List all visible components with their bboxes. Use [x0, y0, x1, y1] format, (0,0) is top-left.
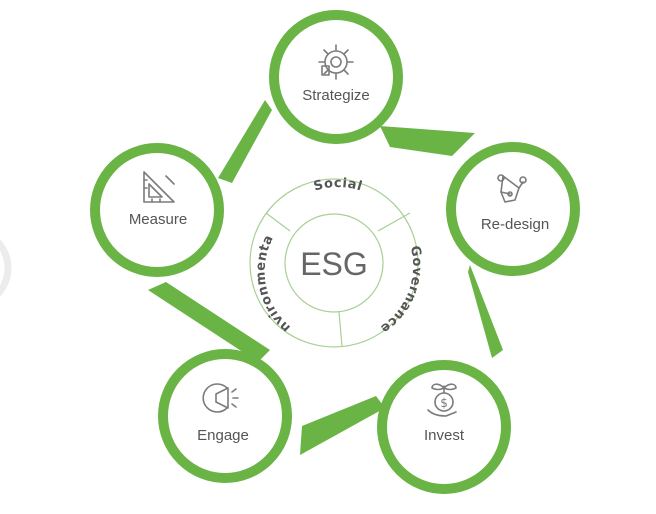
megaphone-icon	[202, 383, 239, 413]
connector-strategize-redesign	[380, 126, 475, 156]
node-engage: Engage	[158, 349, 292, 483]
connector-engage-measure	[148, 282, 270, 362]
connector-measure-strategize	[218, 100, 272, 183]
node-label-engage: Engage	[197, 427, 249, 444]
node-strategize: Strategize	[269, 10, 403, 144]
set-square-ruler-icon	[143, 171, 175, 203]
node-measure: Measure	[90, 143, 224, 277]
node-label-invest: Invest	[424, 427, 465, 444]
gear-chess-icon	[318, 44, 354, 80]
connector-invest-engage	[300, 396, 385, 455]
node-label-measure: Measure	[129, 211, 187, 228]
connector-bands	[148, 100, 503, 455]
center-title: ESG	[300, 246, 368, 282]
segment-divider-3	[338, 311, 343, 347]
background-decoration	[0, 239, 12, 297]
node-label-strategize: Strategize	[302, 87, 370, 104]
esg-inner-circle	[284, 213, 384, 313]
svg-text:$: $	[440, 396, 448, 410]
node-invest: $ Invest	[377, 360, 511, 494]
segment-divider-1	[265, 212, 291, 232]
segment-label-social: Social	[312, 176, 364, 195]
connector-redesign-invest	[468, 265, 503, 358]
svg-text:Social: Social	[312, 176, 364, 195]
pen-nib-icon	[497, 174, 527, 203]
node-redesign: Re-design	[446, 142, 580, 276]
money-plant-hand-icon: $	[427, 383, 457, 417]
node-label-redesign: Re-design	[481, 216, 549, 233]
segment-divider-2	[377, 212, 411, 232]
